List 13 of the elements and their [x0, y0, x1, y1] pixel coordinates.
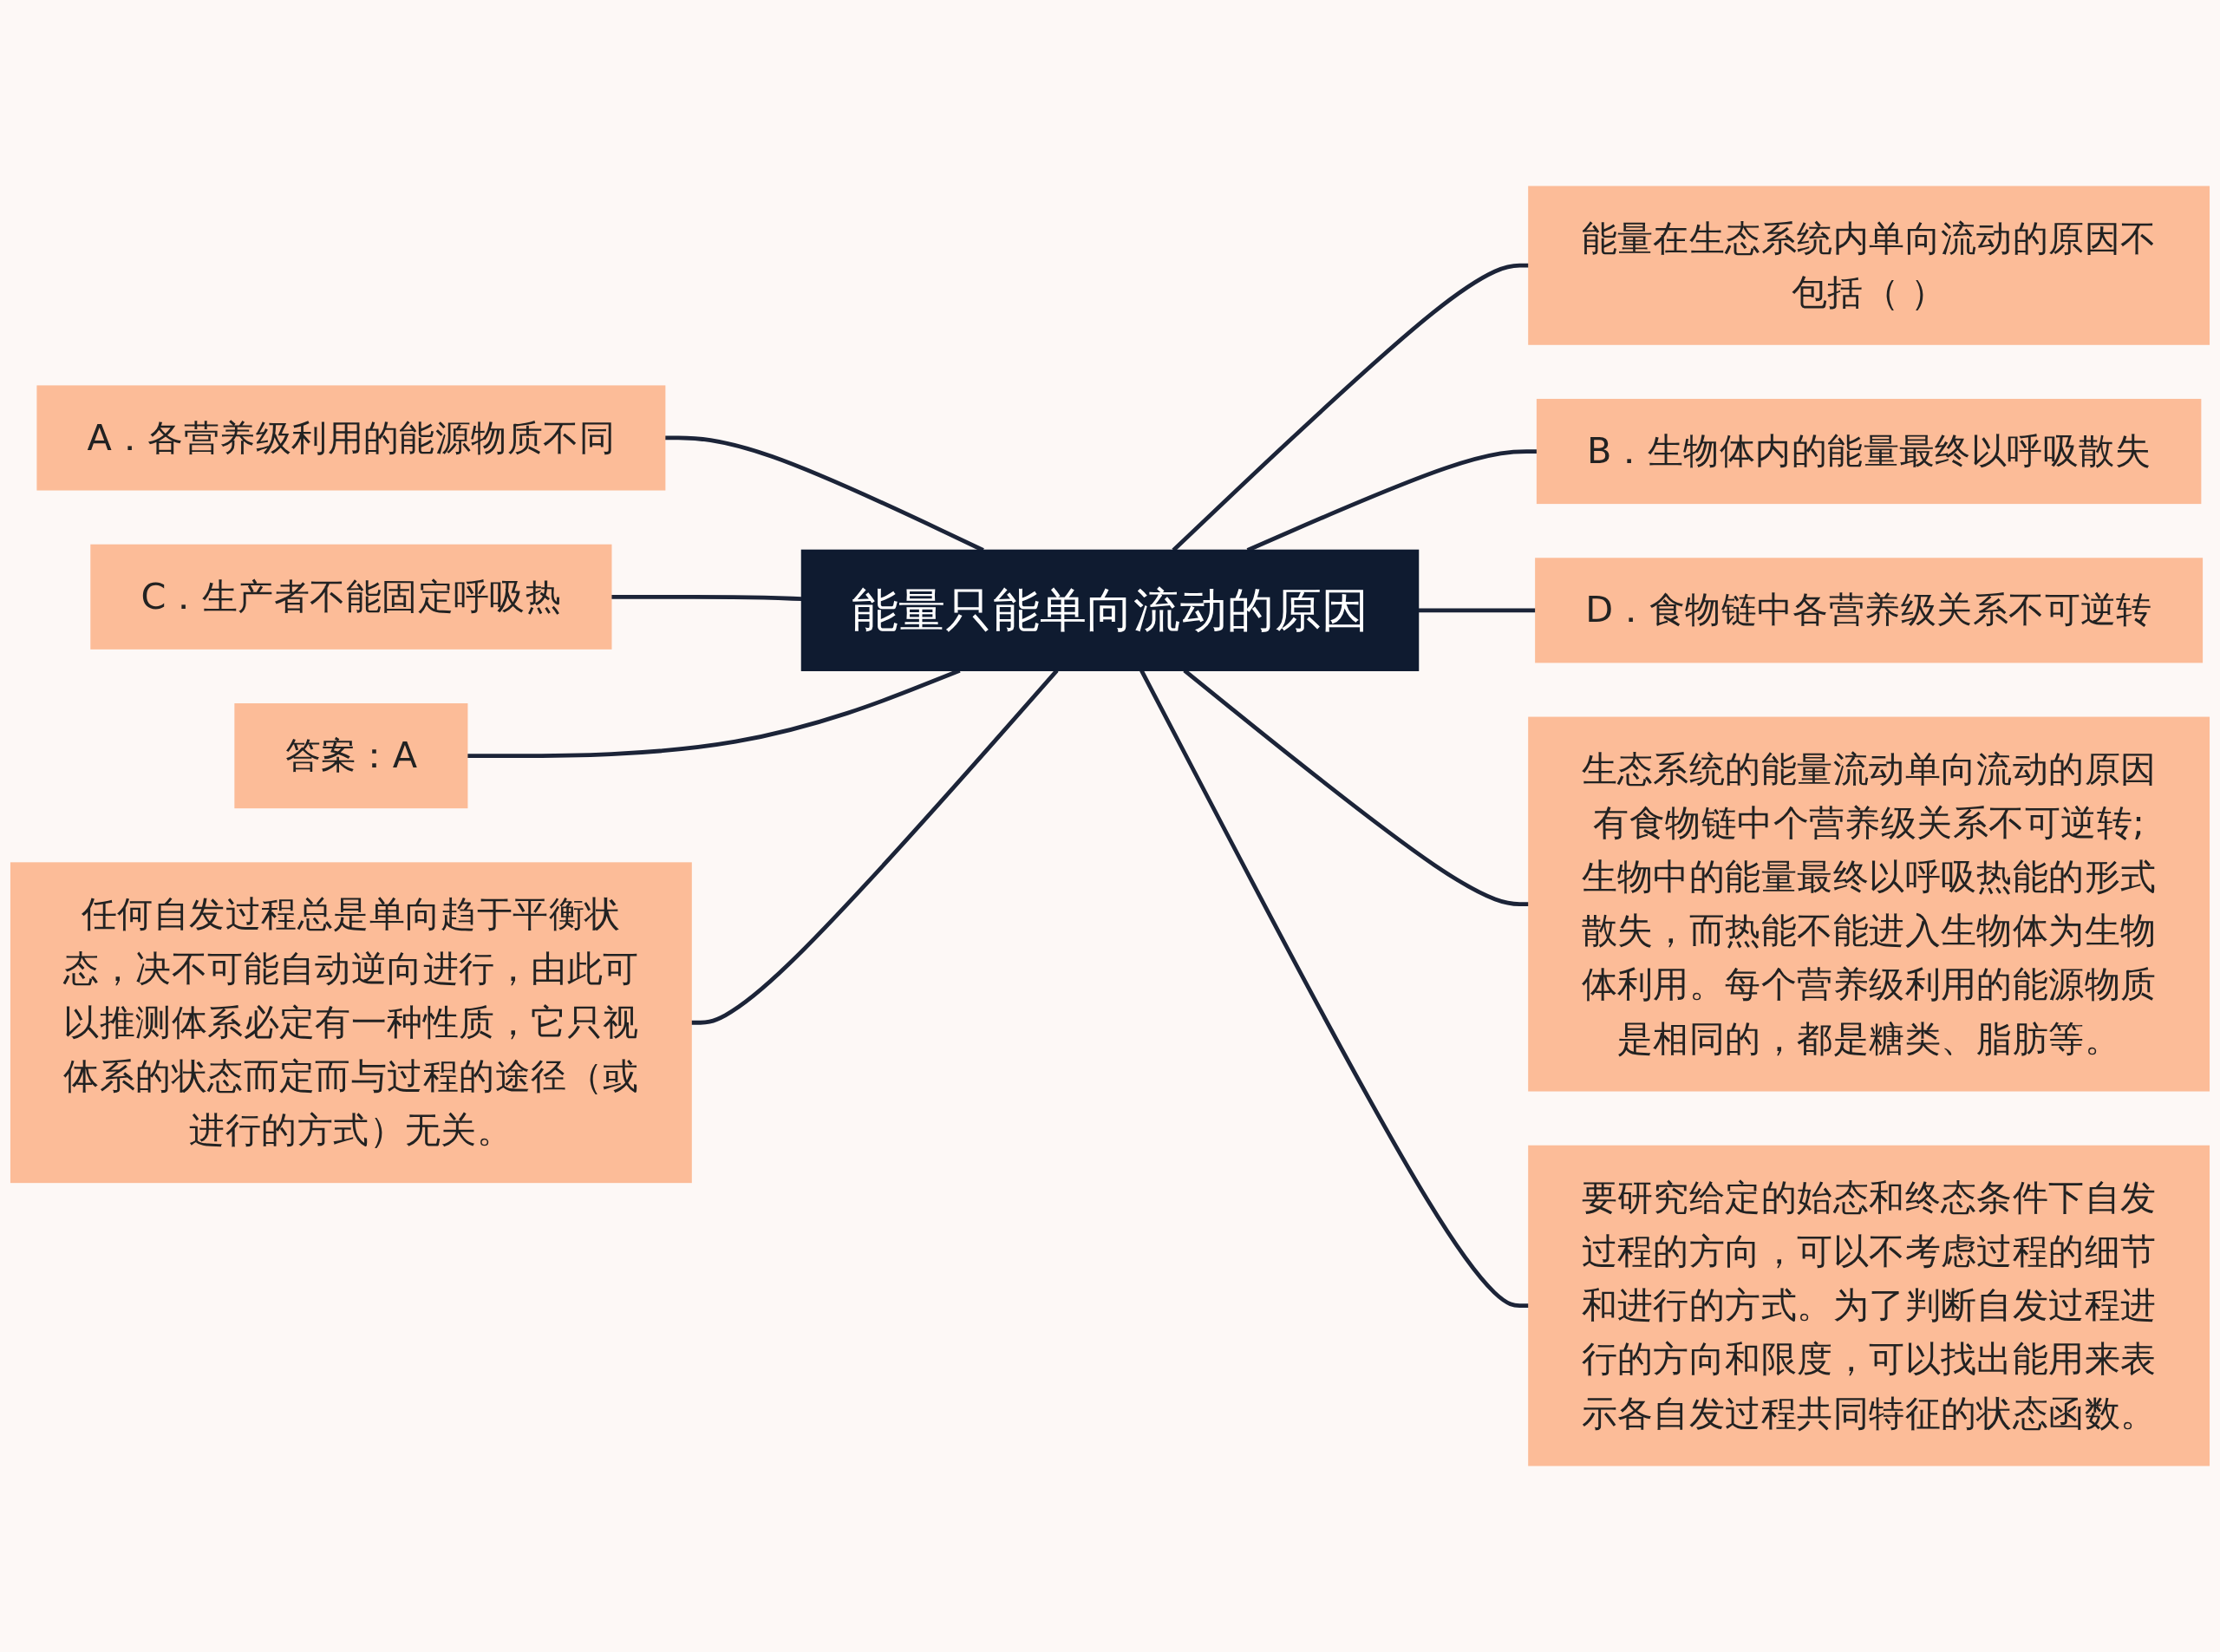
node-box: 能量只能单向流动的原因	[800, 549, 1420, 671]
node-box: 生态系统的能量流动单向流动的原因有食物链中个营养级关系不可逆转;生物中的能量最终以呼吸热能的形式散失，而热能不能进入生物体为生物体利用。每个营养级利用的能源物质是相同的，都是糖类、脂肪等。	[1528, 716, 2210, 1092]
node-box: 任何自发过程总是单向趋于平衡状态，决不可能自动逆向进行，由此可以推测体系必定有一种性质，它只视体系的状态而定而与过程的途径（或进行的方式）无关。	[10, 862, 692, 1184]
node-box: 答案：A	[234, 703, 468, 809]
connector	[1418, 608, 1536, 613]
node-box: C．生产者不能固定呼吸热	[90, 544, 612, 650]
node-box: 要研究给定的始态和终态条件下自发过程的方向，可以不考虑过程的细节和进行的方式。为了判断自发过程进行的方向和限度，可以找出能用来表示各自发过程共同特征的状态函数。	[1528, 1145, 2210, 1466]
connector	[610, 594, 802, 602]
node-box: A．各营养级利用的能源物质不同	[36, 385, 666, 491]
node-box: D．食物链中各营养级关系不可逆转	[1535, 558, 2204, 663]
node-box: B．生物体内的能量最终以呼吸散失	[1536, 398, 2202, 505]
connector	[1139, 669, 1529, 1309]
node-box: 能量在生态系统内单向流动的原因不包括（ ）	[1528, 186, 2210, 345]
